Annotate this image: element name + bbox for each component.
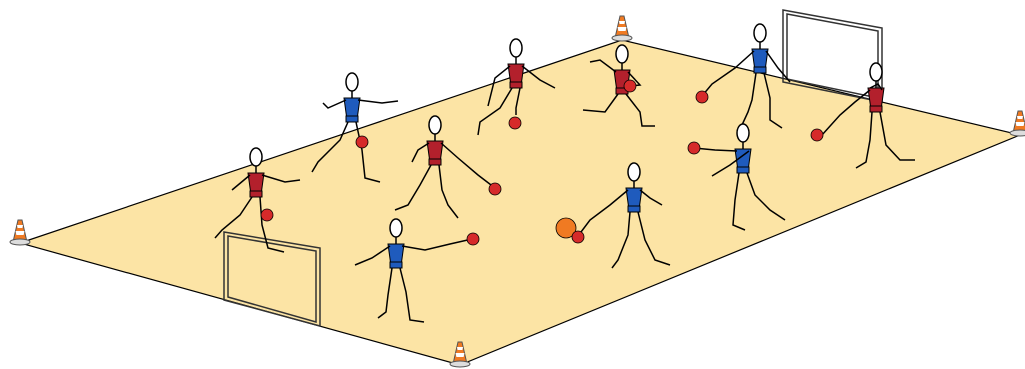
- cone-icon: [612, 16, 632, 41]
- ball-icon: [467, 233, 479, 245]
- ball-icon: [489, 183, 501, 195]
- ball-icon: [261, 209, 273, 221]
- ball-icon: [356, 136, 368, 148]
- cone-icon: [10, 220, 30, 245]
- ball-icon: [572, 231, 584, 243]
- ball-icon: [696, 91, 708, 103]
- ball-icon: [688, 142, 700, 154]
- ball-icon: [811, 129, 823, 141]
- ball-icon: [509, 117, 521, 129]
- cone-icon: [1010, 111, 1025, 136]
- ball-icon: [624, 80, 636, 92]
